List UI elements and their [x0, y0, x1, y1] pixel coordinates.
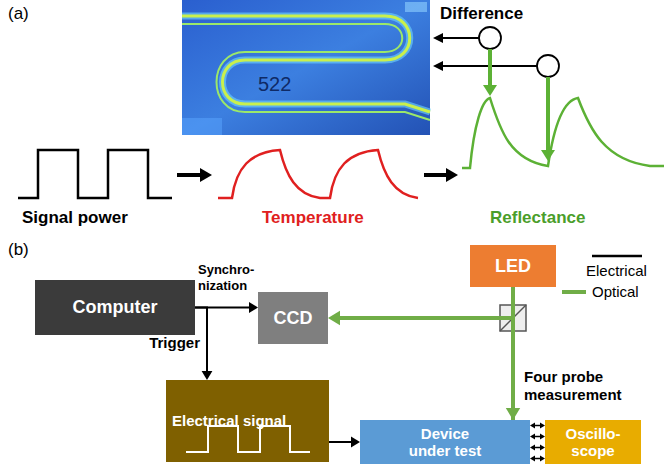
oscilloscope-box: Oscillo- scope	[545, 420, 641, 464]
legend-entry-text: Electrical	[586, 262, 647, 279]
label-text: Signal power	[22, 208, 128, 227]
edge-label: Trigger	[128, 334, 200, 352]
label: (a)	[8, 4, 29, 24]
electrical-wire	[530, 434, 545, 440]
label-text: Difference	[440, 4, 523, 23]
legend-line-optical	[562, 290, 586, 294]
micrograph	[182, 0, 430, 135]
edge-label-text: Trigger	[149, 334, 200, 351]
optical-path	[328, 311, 513, 420]
node-text: Electrical signal	[172, 412, 286, 429]
label: Difference	[440, 4, 523, 24]
computer-box: Computer	[35, 280, 195, 335]
difference-markers	[433, 27, 559, 161]
led-box: LED	[470, 245, 556, 287]
electrical-wire	[530, 456, 545, 462]
label: Reflectance	[490, 208, 585, 228]
ccd-box: CCD	[258, 292, 328, 344]
label-text: Reflectance	[490, 208, 585, 227]
node-text: Oscillo- scope	[554, 425, 632, 460]
label-text: (a)	[8, 4, 29, 23]
label-text: Four probe measurement	[524, 368, 622, 403]
legend-entry: Optical	[592, 283, 639, 301]
label-text: Temperature	[262, 208, 364, 227]
label: Signal power	[22, 208, 128, 228]
electrical-wire	[530, 423, 545, 429]
node-text: Computer	[73, 297, 158, 318]
electrical-wire	[530, 445, 545, 451]
legend-line-electrical	[592, 255, 642, 258]
electrical-wire	[329, 437, 360, 448]
label: Temperature	[262, 208, 364, 228]
edge-label: Synchro- nization	[198, 262, 264, 293]
signal-generator-box: Electrical signal	[166, 380, 329, 462]
legend-entry-text: Optical	[592, 283, 639, 300]
node-text: Device under test	[400, 425, 490, 460]
label-text: 522	[258, 73, 291, 95]
node-text: LED	[495, 256, 531, 277]
reflectance-curve	[462, 98, 664, 168]
label-text: (b)	[8, 240, 29, 259]
legend-entry: Electrical	[586, 262, 647, 280]
node-text: CCD	[274, 308, 313, 329]
label: (b)	[8, 240, 29, 260]
signal-wave	[18, 150, 172, 198]
label: 522	[258, 72, 291, 96]
label: Four probe measurement	[524, 368, 634, 404]
temperature-curve	[218, 150, 418, 198]
edge-label-text: Synchro- nization	[198, 262, 254, 293]
device-box: Device under test	[360, 420, 530, 464]
